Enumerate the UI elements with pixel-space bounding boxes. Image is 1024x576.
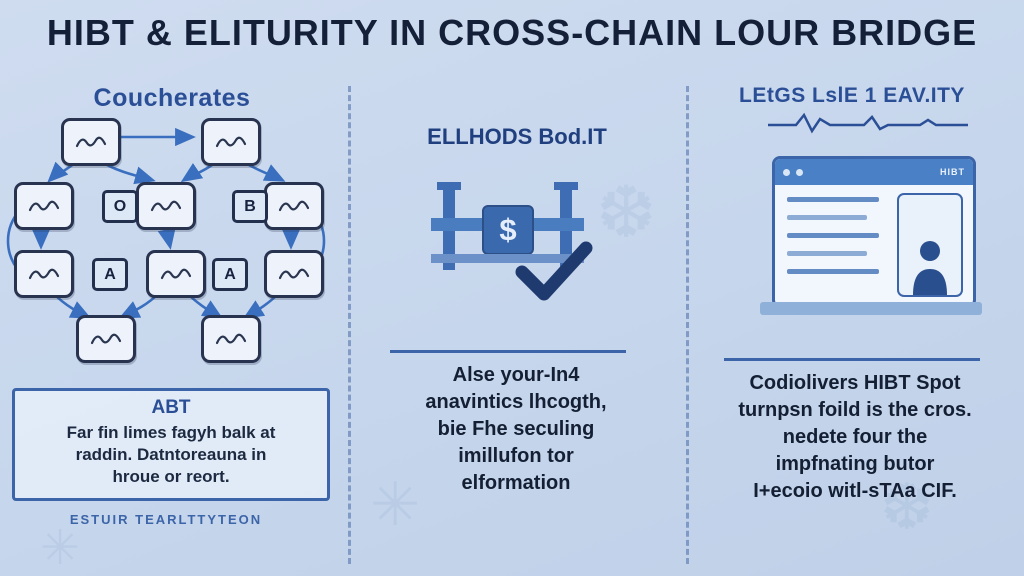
bridge-dollar-icon: [425, 180, 590, 305]
middle-text: Alse your-In4 anavintics lhcogth, bie Fh…: [425, 364, 607, 494]
node-doodle-icon: [28, 200, 60, 212]
node-doodle-icon: [150, 200, 182, 212]
content-lines: [787, 197, 879, 287]
avatar-card: [897, 193, 963, 297]
window-dot: [796, 168, 803, 176]
background-doodle: ❆: [880, 471, 934, 543]
background-doodle: ✳: [40, 522, 81, 575]
right-text: Codiolivers HIBT Spot turnpsn foild is t…: [738, 372, 972, 502]
middle-column-heading: ELLHODS Bod.IT: [427, 124, 607, 149]
browser-label: HIBT: [940, 167, 965, 177]
chain-node: [264, 182, 324, 230]
chain-node: [14, 250, 74, 298]
node-label-box: A: [212, 258, 248, 291]
node-doodle-icon: [215, 333, 247, 345]
background-doodle: ❆: [596, 173, 657, 253]
connector-arrows: [6, 127, 326, 320]
node-label-box: B: [232, 190, 268, 223]
list-line: [787, 251, 867, 256]
blockchain-network-diagram: O B A A: [6, 110, 342, 368]
list-line: [787, 197, 879, 202]
bridge-graphic: [431, 182, 584, 270]
browser-titlebar: HIBT: [775, 159, 973, 185]
node-label-box: A: [92, 258, 128, 291]
right-divider-line: [724, 358, 980, 361]
chain-node: [201, 118, 261, 166]
node-doodle-icon: [278, 200, 310, 212]
checkmark-icon: [515, 241, 593, 301]
left-box-text: Far fin limes fagyh balk at raddin. Datn…: [66, 423, 276, 487]
node-doodle-icon: [215, 136, 247, 148]
chain-node: [146, 250, 206, 298]
chain-node: [136, 182, 196, 230]
list-line: [787, 233, 879, 238]
chain-node: [61, 118, 121, 166]
background-doodle: ✳: [370, 471, 421, 538]
column-divider-right: [686, 86, 689, 564]
node-doodle-icon: [90, 333, 122, 345]
node-doodle-icon: [28, 268, 60, 280]
browser-stand: [760, 302, 982, 315]
node-label-box: O: [102, 190, 138, 223]
window-dot: [783, 168, 790, 176]
dollar-sign: $: [499, 212, 517, 247]
chain-node: [76, 315, 136, 363]
left-column-heading: Coucherates: [93, 84, 251, 112]
column-divider-left: [348, 86, 351, 564]
node-doodle-icon: [75, 136, 107, 148]
node-doodle-icon: [278, 268, 310, 280]
list-line: [787, 269, 879, 274]
left-box-title: ABT: [151, 397, 191, 418]
node-doodle-icon: [160, 268, 192, 280]
middle-divider-line: [390, 350, 626, 353]
browser-content: [775, 185, 973, 305]
chain-node: [14, 182, 74, 230]
person-icon: [913, 241, 947, 295]
main-title: HIBT & ELITURITY IN CROSS-CHAIN LOUR BRI…: [46, 12, 978, 53]
list-line: [787, 215, 867, 220]
right-column-heading: LEtGS LslE 1 EAV.ITY: [739, 84, 965, 107]
ecg-line-icon: [768, 112, 968, 134]
chain-node: [201, 315, 261, 363]
chain-node: [264, 250, 324, 298]
browser-window: HIBT: [772, 156, 976, 308]
left-caption: ESTUIR TEARLTTYTEON: [69, 512, 263, 527]
left-summary-box: ABT Far fin limes fagyh balk at raddin. …: [12, 388, 330, 502]
